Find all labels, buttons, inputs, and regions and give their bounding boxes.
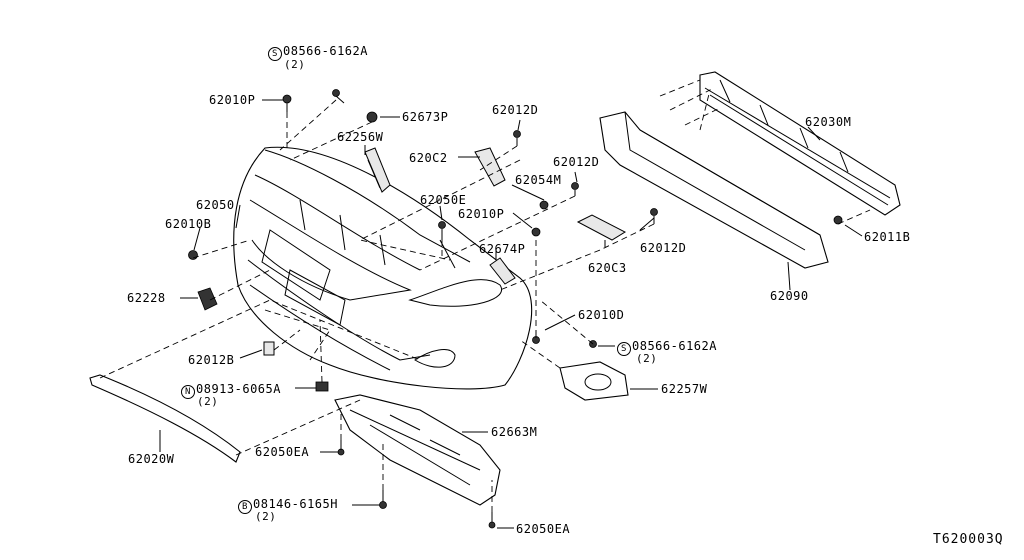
nut-symbol-icon: N [181,385,195,399]
label-62010d: 62010D [578,308,625,322]
bumper-reinforcement-62030m [699,71,901,216]
bracket-620c2 [474,147,506,187]
label-62012b: 62012B [188,353,235,367]
qty-08566-6162a-top: (2) [284,58,306,71]
bolt-symbol-icon: B [238,500,252,514]
label-62020w: 62020W [128,452,175,466]
screw-symbol-icon: S [268,47,282,61]
label-62012d-b: 62012D [553,155,600,169]
label-62663m: 62663M [491,425,538,439]
label-62010b: 62010B [165,217,212,231]
bracket-62228 [197,287,218,311]
bracket-620c3 [576,214,627,241]
label-62256w: 62256W [337,130,384,144]
label-62257w: 62257W [661,382,708,396]
label-62010p-mid: 62010P [458,207,505,221]
label-62012d-c: 62012D [640,241,687,255]
front-spoiler-62020w [89,374,241,463]
label-62054m: 62054M [515,173,562,187]
under-cover-62663m [334,394,501,506]
bracket-62674p [489,257,516,285]
label-62228: 62228 [127,291,166,305]
label-62050e: 62050E [420,193,467,207]
qty-08146-6165h: (2) [255,510,277,523]
energy-absorber-62090 [599,111,829,269]
fog-lamp-finisher-62257w [559,361,629,401]
clip-62012b [263,341,275,356]
label-62030m: 62030M [805,115,852,129]
screw-symbol-icon: S [617,342,631,356]
upper-bracket-62256w [364,147,391,193]
label-62674p: 62674P [479,242,526,256]
label-62010p-top: 62010P [209,93,256,107]
leader-lines [159,99,863,529]
qty-08913-6065a: (2) [197,395,219,408]
label-62050ea-a: 62050EA [255,445,310,459]
diagram-reference-code: T620003Q [933,532,1004,547]
fasteners [188,89,843,529]
qty-08566-6162a-bottom: (2) [636,352,658,365]
label-62050ea-b: 62050EA [516,522,571,536]
label-620c2: 620C2 [409,151,448,165]
label-62012d-a: 62012D [492,103,539,117]
bumper-fascia-62050 [233,146,533,390]
label-620c3: 620C3 [588,261,627,275]
label-62050: 62050 [196,198,235,212]
label-62011b: 62011B [864,230,911,244]
assembly-guide-lines [99,79,871,512]
label-62673p: 62673P [402,110,449,124]
label-62090: 62090 [770,289,809,303]
